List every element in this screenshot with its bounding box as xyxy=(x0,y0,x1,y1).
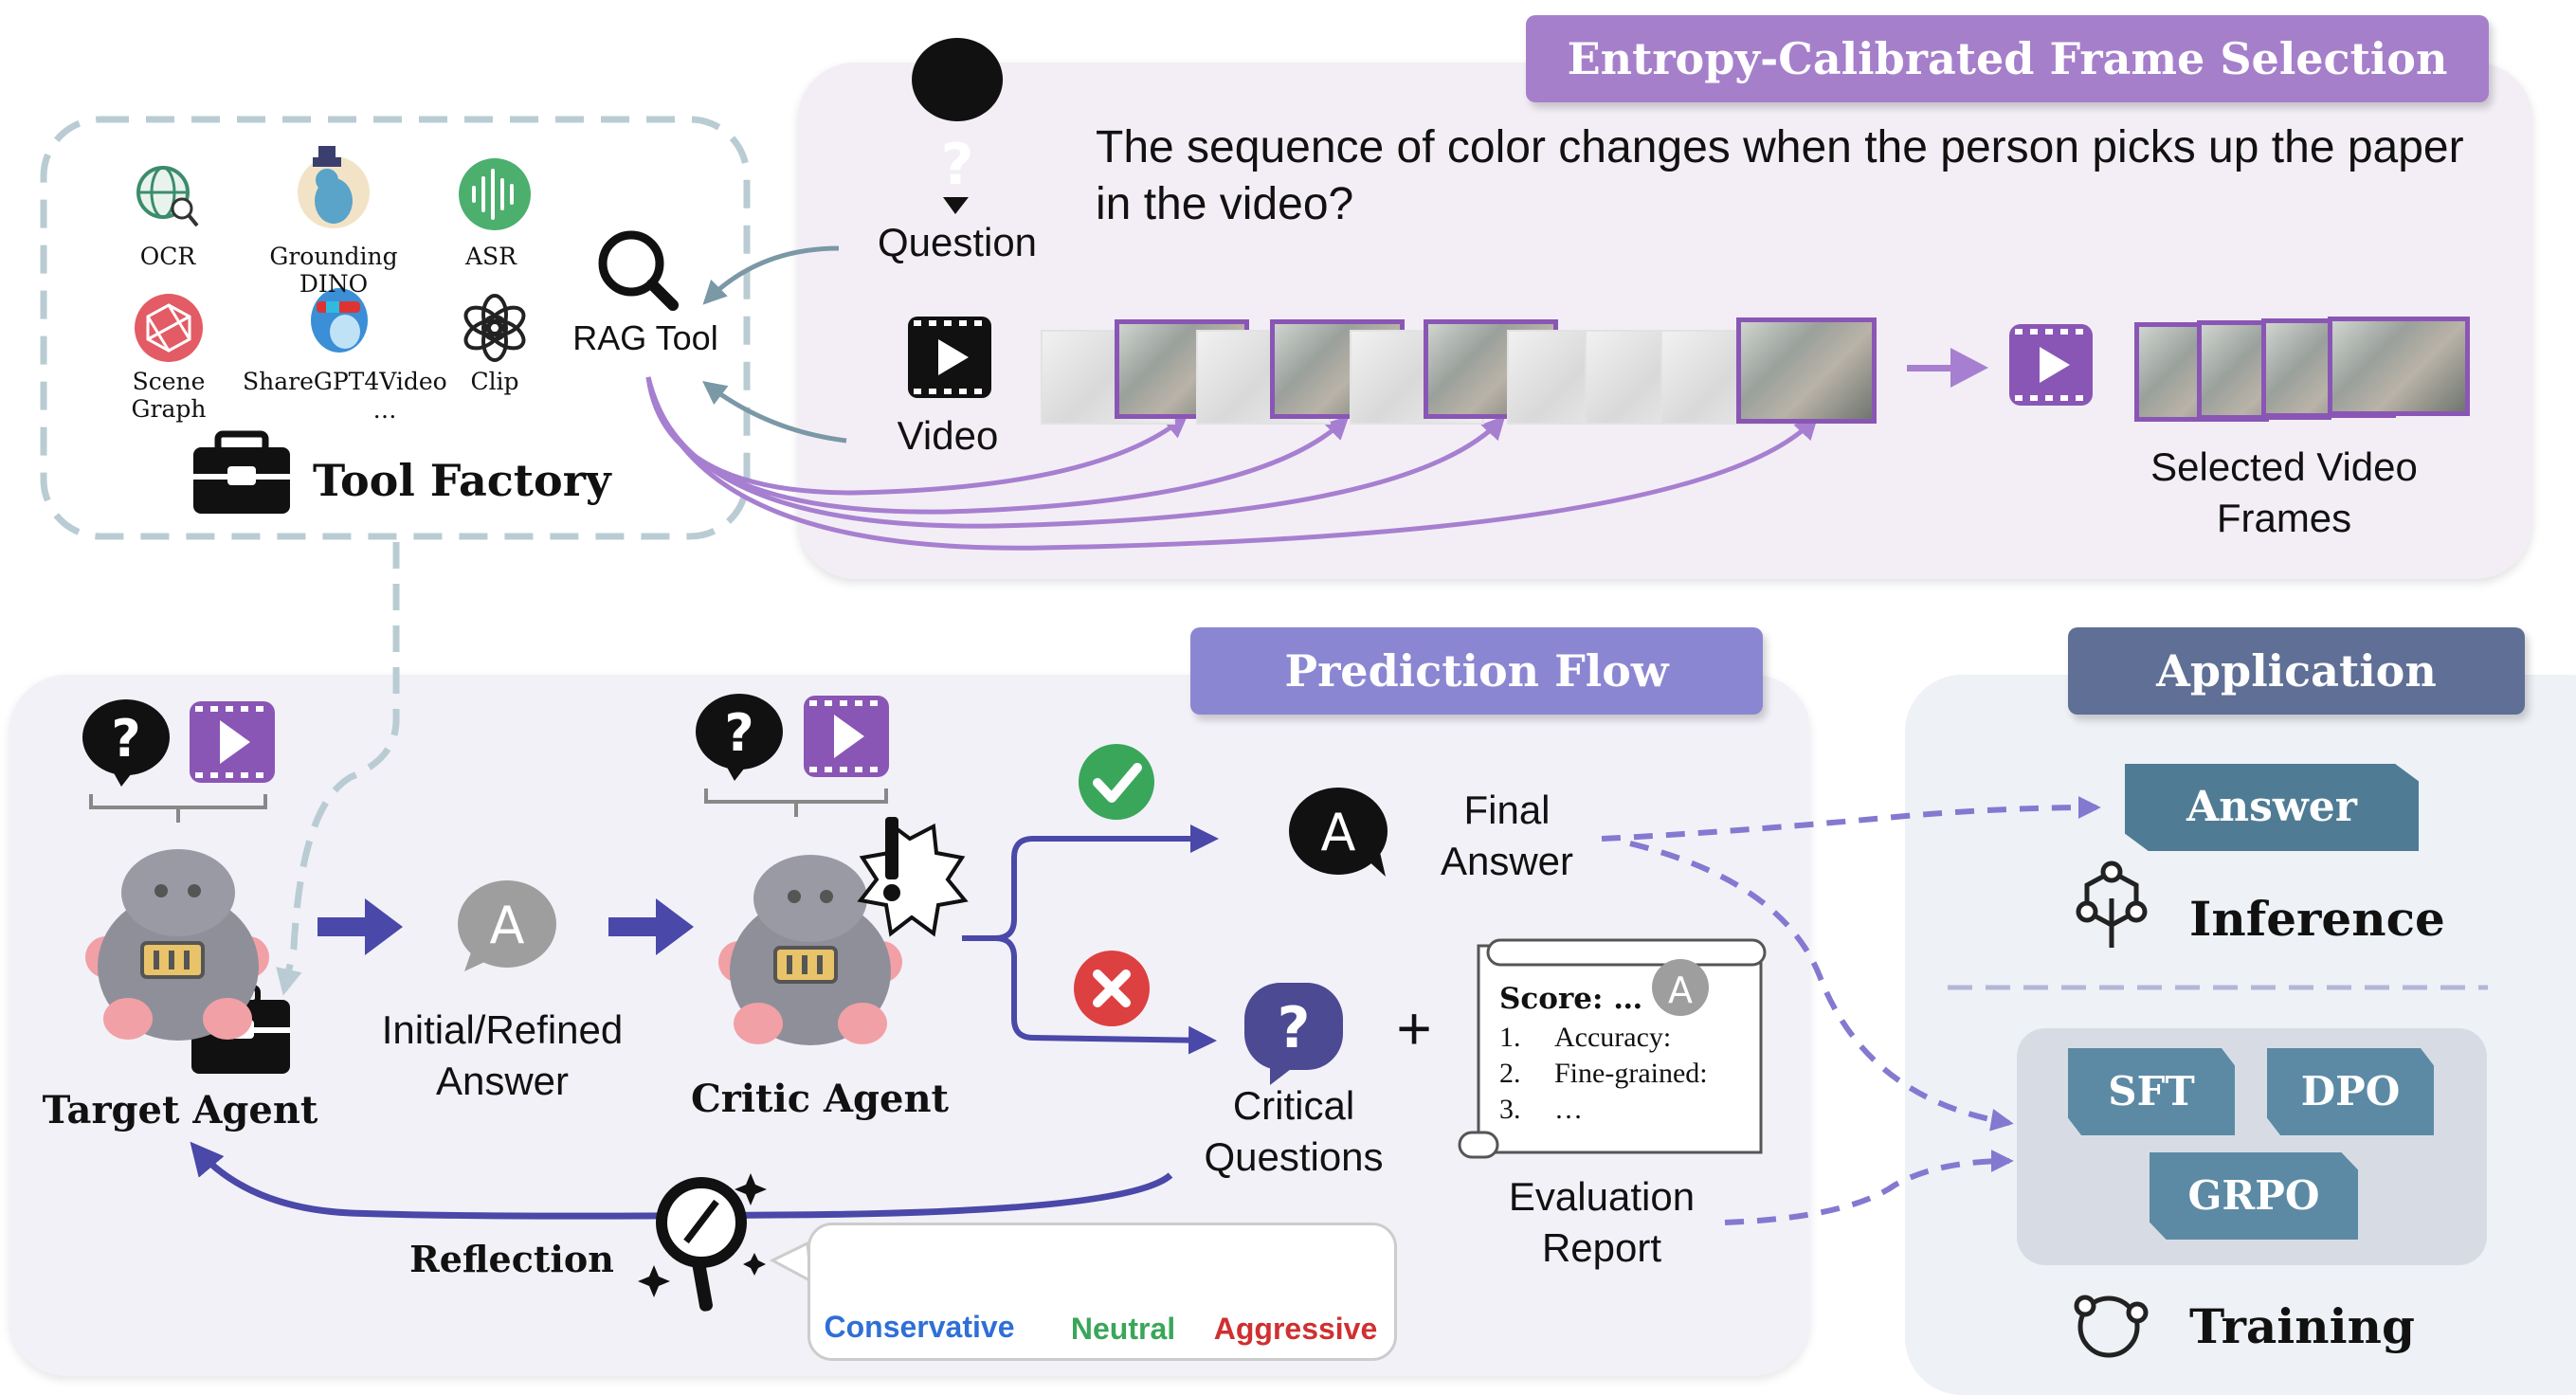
evaluation-report-scroll xyxy=(1458,938,1767,1159)
svg-text:A: A xyxy=(1321,803,1356,862)
ocr-globe-icon xyxy=(136,166,199,227)
frames-to-selection-arrow xyxy=(1907,348,1988,388)
question-bubble-icon: ? xyxy=(912,38,1004,214)
grounding-dino-icon xyxy=(298,146,370,228)
tool-label-asr: ASR xyxy=(464,243,517,270)
svg-text:A: A xyxy=(1668,969,1693,1011)
critic-question-bubble-icon: ? xyxy=(696,694,783,781)
training-tag-dpo: DPO xyxy=(2267,1048,2434,1135)
selected-video-icon xyxy=(2009,324,2093,406)
clip-openai-icon xyxy=(463,294,526,362)
toolbox-icon xyxy=(193,430,290,514)
report-item-text: Accuracy: xyxy=(1554,1022,1672,1053)
svg-text:?: ? xyxy=(111,709,140,769)
final-answer-bubble-icon: A xyxy=(1289,788,1388,877)
report-score: Score: … xyxy=(1499,982,1643,1016)
answer-to-critic-arrow xyxy=(608,898,694,955)
svg-text:?: ? xyxy=(1278,995,1311,1061)
report-item-text: Fine-grained: xyxy=(1554,1058,1708,1089)
training-icon xyxy=(2074,1295,2149,1358)
video-label: Video xyxy=(897,413,999,458)
asr-waveform-icon xyxy=(459,158,531,230)
question-label: Question xyxy=(877,220,1038,264)
critical-questions-label: Critical Questions xyxy=(1204,1083,1384,1179)
target-video-icon xyxy=(190,701,275,783)
inference-icon xyxy=(2076,861,2148,948)
check-icon xyxy=(1079,744,1154,820)
prediction-flow-banner: Prediction Flow xyxy=(1190,627,1763,715)
report-item-num: 3. xyxy=(1499,1094,1521,1125)
style-aggressive-label: Aggressive xyxy=(1213,1312,1378,1346)
video-to-rag-arrow xyxy=(702,380,847,444)
tool-label-ocr: OCR xyxy=(139,243,196,270)
tool-label-clip: Clip xyxy=(470,368,519,395)
training-label: Training xyxy=(2189,1298,2415,1354)
tool-factory-box xyxy=(40,116,751,540)
report-item-num: 2. xyxy=(1499,1058,1521,1089)
critical-question-bubble-icon: ? xyxy=(1244,983,1343,1085)
rag-frame-curve xyxy=(645,376,1819,551)
tool-label-sharegpt4video: ShareGPT4Video xyxy=(243,368,447,395)
initial-answer-bubble-icon: A xyxy=(458,880,556,971)
report-item-num: 1. xyxy=(1499,1022,1521,1053)
svg-text:A: A xyxy=(490,896,525,955)
selected-stack-frame xyxy=(2328,317,2470,416)
svg-text:?: ? xyxy=(724,703,753,763)
final-to-answer-arrow xyxy=(1601,796,2101,842)
critic-brace xyxy=(704,788,888,817)
scene-graph-icon xyxy=(135,294,203,362)
application-banner: Application xyxy=(2068,627,2525,715)
plus-sign: + xyxy=(1396,994,1432,1062)
style-conservative-label: Conservative xyxy=(824,1310,1015,1344)
target-agent-label: Target Agent xyxy=(42,1088,318,1132)
reflection-mirror-icon xyxy=(638,1173,767,1312)
tool-label-scene-graph: Scene Graph xyxy=(131,368,207,423)
report-to-training-arrow xyxy=(1724,1150,2014,1225)
tool-factory-title: Tool Factory xyxy=(313,455,611,506)
svg-text:?: ? xyxy=(941,132,974,198)
magnifier-icon xyxy=(598,230,679,311)
tool-ellipsis: … xyxy=(372,396,397,424)
rag-tool-label: RAG Tool xyxy=(572,318,718,357)
toolfactory-to-agent-connector xyxy=(276,542,400,996)
selected-frames-label: Selected Video Frames xyxy=(2150,444,2418,540)
cross-icon xyxy=(1074,951,1150,1026)
target-brace xyxy=(89,794,267,823)
video-icon xyxy=(908,317,991,398)
reflection-label: Reflection xyxy=(409,1238,614,1280)
question-to-rag-arrow xyxy=(702,245,840,305)
critic-branch xyxy=(962,824,1219,941)
rag-frame-curve xyxy=(645,376,1506,529)
agent-to-answer-arrow xyxy=(317,898,403,955)
target-agent-robot-icon xyxy=(85,849,269,1041)
answer-tag: Answer xyxy=(2125,764,2419,851)
critic-agent-robot-icon xyxy=(718,855,902,1045)
final-to-training-arrow xyxy=(1629,841,2014,1132)
reflection-arrow xyxy=(190,1141,1173,1220)
question-text: The sequence of color changes when the p… xyxy=(1096,122,2464,229)
style-neutral-label: Neutral xyxy=(1070,1312,1176,1346)
training-tag-sft: SFT xyxy=(2068,1048,2235,1135)
critic-branch xyxy=(994,935,1217,1055)
selected-frame xyxy=(1736,317,1877,424)
report-item-text: … xyxy=(1554,1094,1583,1125)
final-answer-label: Final Answer xyxy=(1440,788,1574,883)
tool-label-grounding-dino: Grounding DINO xyxy=(269,243,398,298)
report-a-icon: A xyxy=(1652,959,1709,1016)
critic-video-icon xyxy=(804,696,889,777)
critic-agent-label: Critic Agent xyxy=(690,1077,950,1121)
initial-answer-label: Initial/Refined Answer xyxy=(381,1007,624,1103)
alert-burst-icon xyxy=(857,817,969,937)
frame-selection-banner: Entropy-Calibrated Frame Selection xyxy=(1526,15,2489,102)
training-tag-grpo: GRPO xyxy=(2150,1152,2358,1240)
sharegpt4video-icon xyxy=(311,288,368,353)
styles-bubble-tail xyxy=(769,1241,813,1284)
evaluation-report-label: Evaluation Report xyxy=(1508,1174,1696,1270)
inference-label: Inference xyxy=(2189,891,2445,947)
styles-bubble xyxy=(807,1223,1397,1361)
target-question-bubble-icon: ? xyxy=(82,699,170,787)
